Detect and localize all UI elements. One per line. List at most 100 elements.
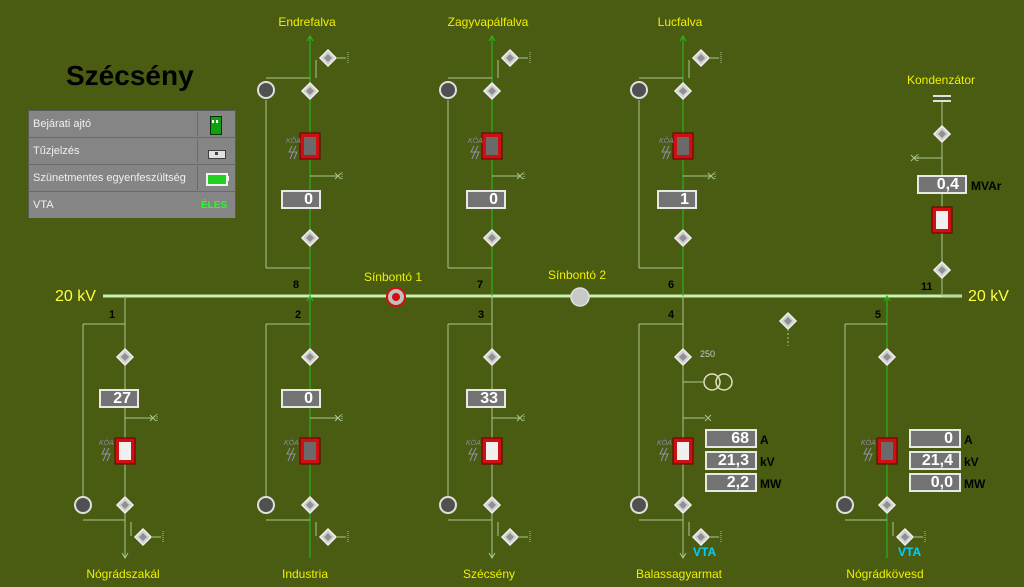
earthing-switch[interactable] [630,81,648,99]
vta-status-value: ÉLES [201,200,228,211]
outgoing-arrow-icon [121,552,129,559]
earthing-switch[interactable] [439,81,457,99]
feeder-6-name: Lucfalva [657,15,703,29]
koa-lightning-icon [659,447,669,462]
feeder-6-current: 1 [657,190,697,209]
disconnector-inner [679,501,687,509]
feeder-4-voltage-unit: kV [760,455,775,469]
disconnector-inner [306,501,314,509]
koa-lightning-icon [661,145,671,160]
busbar-voltage-right: 20 kV [968,288,1009,305]
transformer-icon [715,373,733,391]
feeder-4-voltage: 21,3 [705,451,757,470]
status-row-door: Bejárati ajtó [29,111,235,138]
status-label-ups: Szünetmentes egyenfeszültség [33,172,186,184]
outgoing-arrow-icon [488,552,496,559]
disconnector-inner [324,54,332,62]
earth-tap-icon [910,154,918,162]
feeder-4-current-unit: A [760,433,769,447]
earthing-switch[interactable] [630,496,648,514]
earth-tap-icon [516,172,524,180]
earthing-switch[interactable] [74,496,92,514]
outgoing-arrow-icon [488,35,496,42]
earth-tap-icon [707,172,715,180]
earthing-switch[interactable] [836,496,854,514]
disconnector-inner [488,234,496,242]
earth-tap-icon [334,172,342,180]
disconnector-inner [306,353,314,361]
feeder-4-vta: VTA [693,545,717,559]
feeder-7-current: 0 [466,190,506,209]
disconnector-inner [121,501,129,509]
feeder-5-vta: VTA [898,545,922,559]
feeder-8-number: 8 [293,279,300,291]
breaker-state [677,137,689,155]
capacitor-value: 0,4 [917,175,967,194]
feeder-5-current-unit: A [964,433,973,447]
feeder-1-current: 27 [99,389,139,408]
feeder-6-number: 6 [668,279,675,291]
status-label-fire: Tűzjelzés [33,145,80,157]
outgoing-arrow-icon [306,295,314,302]
status-row-vta: VTA ÉLES [29,192,235,218]
disconnector-inner [901,533,909,541]
earthing-switch[interactable] [439,496,457,514]
breaker-state [936,211,948,229]
feeder-2-number: 2 [295,309,302,321]
transformer-rating: 250 [700,349,716,359]
disconnector-inner [679,353,687,361]
coupler-2-label: Sínbontó 2 [547,268,607,282]
status-label-vta: VTA [33,199,54,211]
status-panel: Bejárati ajtó Tűzjelzés Szünetmentes egy… [28,110,236,218]
disconnector-inner [324,533,332,541]
feeder-3-number: 3 [478,309,485,321]
capacitor-number: 11 [921,281,933,293]
earthing-switch[interactable] [257,81,275,99]
earth-tap-icon [334,414,342,422]
earth-tap-icon [149,414,157,422]
koa-lightning-icon [288,145,298,160]
coupler-1-label: Sínbontó 1 [363,270,423,284]
disconnector-inner [306,234,314,242]
feeder-2-name: Industria [281,567,329,581]
disconnector-inner [488,353,496,361]
disconnector-inner [784,317,792,325]
koa-label: KÖA [466,439,481,447]
battery-icon [197,166,235,190]
capacitor-name: Kondenzátor [906,73,976,87]
koa-lightning-icon [863,447,873,462]
koa-lightning-icon [468,447,478,462]
earthing-switch[interactable] [257,496,275,514]
feeder-5-power: 0,0 [909,473,961,492]
disconnector-inner [883,501,891,509]
koa-label: KÖA [99,439,114,447]
busbar-voltage-left: 20 kV [55,288,96,305]
breaker-state [881,442,893,460]
capacitor-unit: MVAr [971,179,1002,193]
disconnector-inner [506,533,514,541]
feeder-7-name: Zagyvapálfalva [447,15,529,29]
feeder-5-name: Nógrádkövesd [846,567,924,581]
feeder-4-power-unit: MW [760,477,782,491]
outgoing-arrow-icon [306,35,314,42]
disconnector-inner [938,130,946,138]
koa-label: KÖA [861,439,876,447]
page-title: Szécsény [66,60,194,91]
outgoing-arrow-icon [679,552,687,559]
feeder-8-current: 0 [281,190,321,209]
feeder-3-name: Szécsény [462,567,516,581]
koa-label: KÖA [657,439,672,447]
feeder-1-name: Nógrádszakál [86,567,160,581]
breaker-state [486,137,498,155]
outgoing-arrow-icon [883,295,891,302]
breaker-state [304,442,316,460]
feeder-2-current: 0 [281,389,321,408]
disconnector-inner [883,353,891,361]
feeder-5-power-unit: MW [964,477,986,491]
koa-lightning-icon [286,447,296,462]
bus-coupler-2[interactable] [570,287,590,307]
earth-tap-icon [516,414,524,422]
status-row-ups: Szünetmentes egyenfeszültség [29,165,235,192]
feeder-4-name: Balassagyarmat [635,567,723,581]
disconnector-inner [697,54,705,62]
